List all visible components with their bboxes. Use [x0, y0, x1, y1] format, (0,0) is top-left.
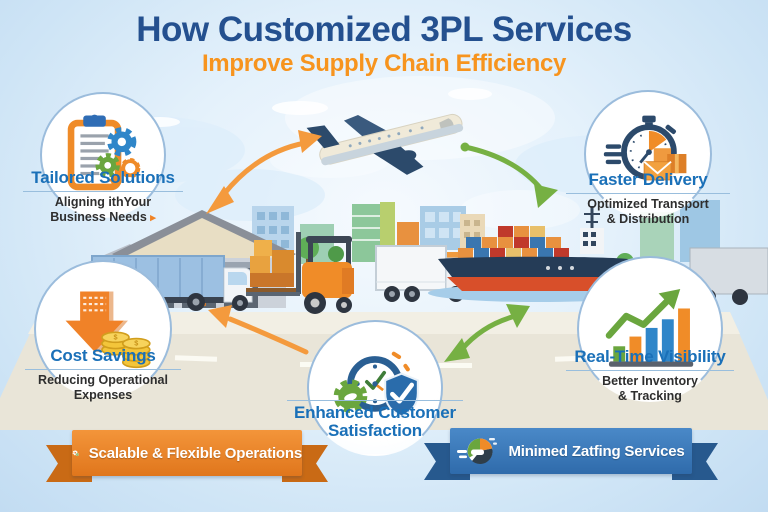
globe-express-icon: [457, 438, 498, 464]
banner-minimed-services: Minimed Zatfing Services: [424, 428, 718, 486]
orange-arrow-warehouse-plane: [206, 130, 322, 214]
divider: [25, 369, 181, 370]
divider: [566, 193, 730, 194]
svg-text:$: $: [113, 332, 117, 341]
feature-description: Aligning ithYour Business Needs ▸: [50, 195, 156, 224]
orange-pointer-icon: ▸: [150, 211, 156, 224]
feature-faster-delivery: Faster Delivery Optimized Transport & Di…: [548, 90, 748, 226]
orange-arrow-customer-warehouse: [208, 305, 309, 355]
feature-label: Tailored Solutions: [31, 168, 175, 187]
feature-description: Reducing Operational Expenses: [38, 373, 168, 402]
banner-scalable-operations: Scalable & Flexible Operations: [46, 430, 328, 488]
feature-tailored-solutions: Tailored Solutions Aligning ithYour Busi…: [6, 92, 200, 225]
down-arrow-coins-icon: $ $: [65, 291, 151, 369]
forklift-with-cargo: [246, 232, 354, 314]
banner-label: Scalable & Flexible Operations: [88, 444, 302, 462]
divider: [566, 370, 734, 371]
title-line-2: Improve Supply Chain Efficiency: [201, 50, 567, 78]
feature-real-time-visibility: Real-Time Visibility Better Inventory & …: [548, 256, 752, 403]
airplane: [306, 113, 464, 175]
clock-gear-shield-icon: [333, 351, 419, 418]
page-title: How Customized 3PL Services Improve Supp…: [0, 10, 768, 78]
feature-label: Real-Time Visibility: [574, 347, 726, 366]
feature-circle: [307, 320, 443, 456]
svg-text:$: $: [134, 339, 138, 348]
banner-label: Minimed Zatfing Services: [508, 442, 685, 460]
green-arrow-plane-ship: [460, 142, 558, 208]
stopwatch-parcels-icon: [603, 115, 687, 181]
feature-label: Faster Delivery: [588, 170, 708, 189]
feature-label: Cost Savings: [50, 346, 156, 365]
feature-circle: [584, 90, 712, 218]
feature-description: Optimized Transport & Distribution: [587, 197, 709, 226]
feature-description: Better Inventory & Tracking: [602, 374, 698, 403]
road: [0, 312, 768, 430]
clipboard-gears-icon: [67, 114, 141, 191]
feature-circle: $ $: [34, 260, 172, 398]
feature-circle: [577, 256, 723, 402]
feature-label: Enhanced Customer Satisfaction: [294, 403, 456, 440]
feature-customer-satisfaction: Enhanced Customer Satisfaction: [283, 320, 467, 456]
ribbon-body: Minimed Zatfing Services: [450, 428, 692, 474]
divider: [286, 400, 464, 401]
divider: [23, 191, 183, 192]
feature-cost-savings: $ $ Cost Savings Reducing Operational Ex…: [8, 260, 198, 402]
title-line-1: How Customized 3PL Services: [136, 10, 632, 49]
feature-circle: [40, 92, 166, 218]
green-arrow-customer-visibility: [444, 304, 530, 362]
ribbon-body: Scalable & Flexible Operations: [72, 430, 302, 476]
gear-check-icon: [72, 450, 79, 457]
bar-chart-growth-icon: [605, 289, 694, 367]
